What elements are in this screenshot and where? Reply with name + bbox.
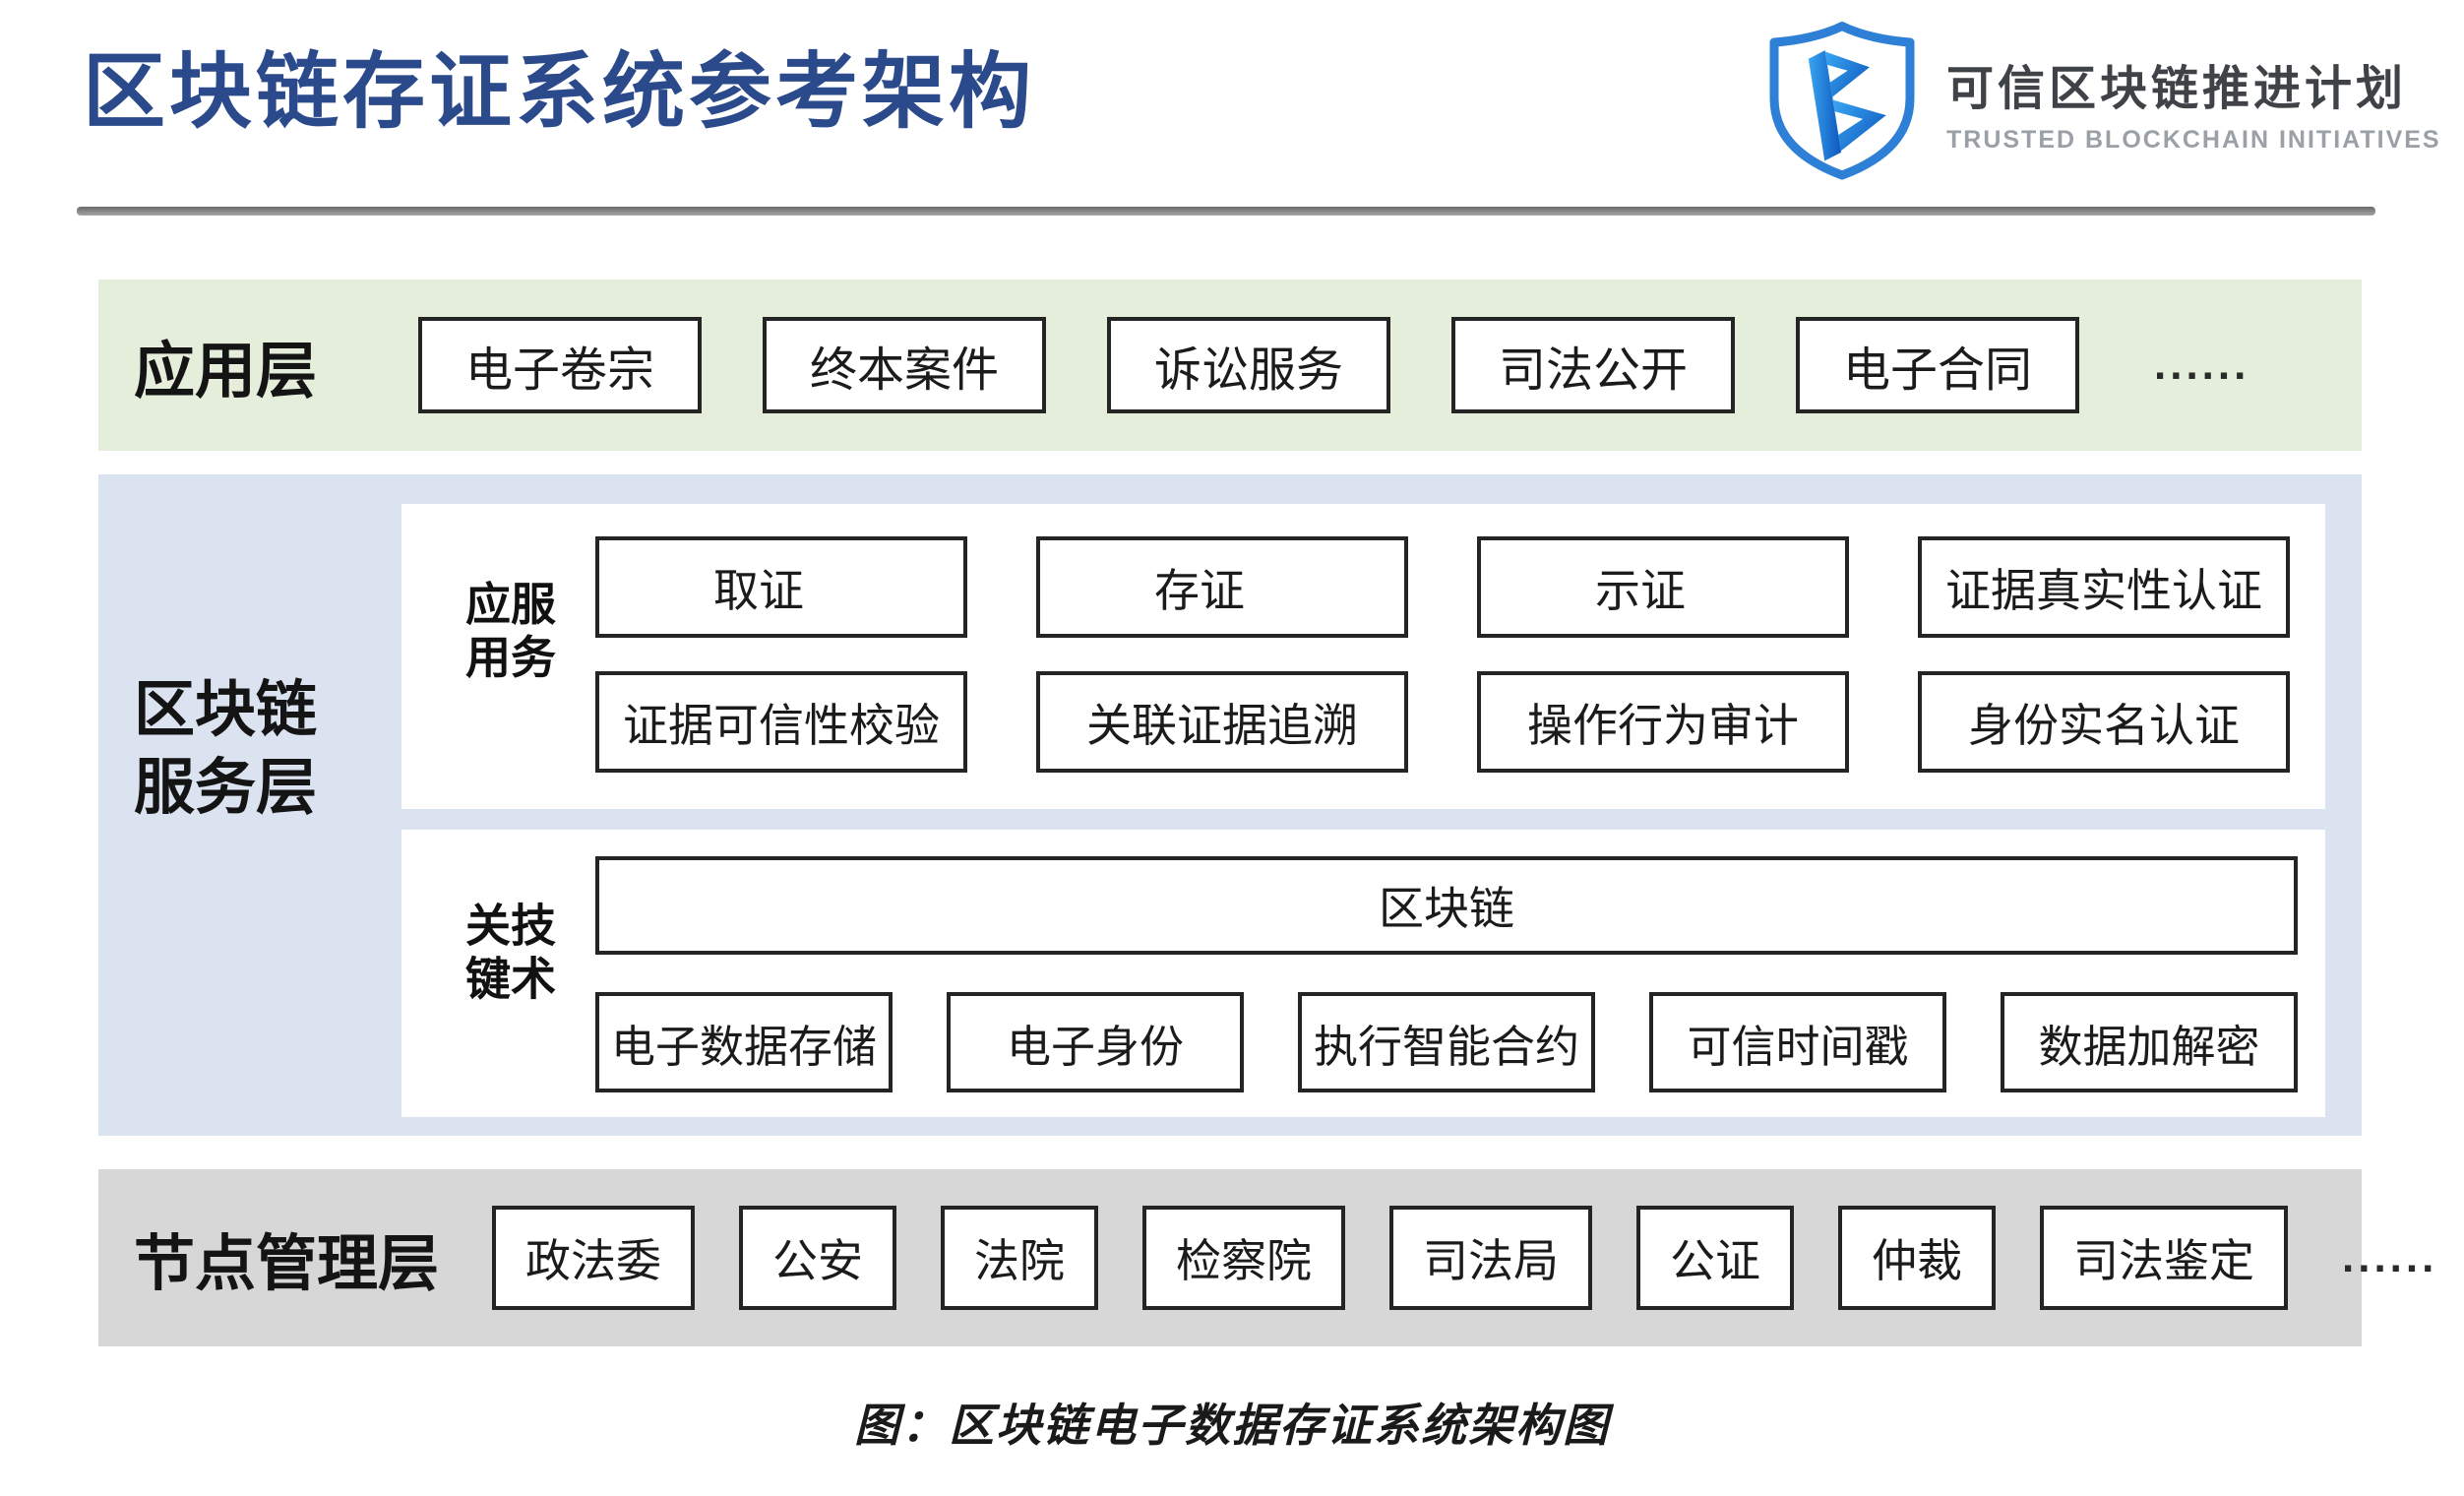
- app-item-box: 电子合同: [1796, 317, 2079, 413]
- key-technology-label: 关键技术: [460, 902, 556, 1008]
- service-box: 操作行为审计: [1477, 671, 1849, 773]
- layer-application: 应用层 电子卷宗 终本案件 诉讼服务 司法公开 电子合同 ......: [98, 280, 2362, 451]
- application-layer-label: 应用层: [134, 338, 318, 405]
- blockchain-service-label-line1: 区块链: [134, 676, 318, 744]
- application-boxes: 电子卷宗 终本案件 诉讼服务 司法公开 电子合同 ......: [418, 317, 2249, 413]
- node-box: 公证: [1636, 1206, 1794, 1310]
- service-box: 证据真实性认证: [1918, 536, 2290, 638]
- page-title: 区块链存证系统参考架构: [83, 45, 1036, 138]
- node-box: 政法委: [492, 1206, 695, 1310]
- blockchain-wide-box: 区块链: [595, 856, 2298, 955]
- node-box: 仲裁: [1838, 1206, 1996, 1310]
- service-box: 存证: [1036, 536, 1408, 638]
- shield-b-icon: [1769, 21, 1915, 180]
- title-divider: [77, 207, 2375, 216]
- app-item-box: 司法公开: [1451, 317, 1735, 413]
- blockchain-service-label-line2: 服务层: [134, 754, 318, 823]
- service-box: 关联证据追溯: [1036, 671, 1408, 773]
- logo-name-cn: 可信区块链推进计划: [1946, 62, 2408, 115]
- node-box: 检察院: [1142, 1206, 1345, 1310]
- node-management-layer-label: 节点管理层: [134, 1230, 440, 1298]
- app-item-box: 终本案件: [763, 317, 1046, 413]
- application-services-grid: 取证 存证 示证 证据真实性认证 证据可信性校验 关联证据追溯 操作行为审计 身…: [595, 536, 2290, 773]
- logo-text: 可信区块链推进计划 TRUSTED BLOCKCHAIN INITIATIVES: [1946, 49, 2441, 155]
- node-box: 司法局: [1389, 1206, 1592, 1310]
- tech-box: 数据加解密: [2001, 992, 2298, 1092]
- layer-node-management: 节点管理层 政法委 公安 法院 检察院 司法局 公证 仲裁 司法鉴定 .....…: [98, 1169, 2433, 1346]
- tech-box: 执行智能合约: [1298, 992, 1595, 1092]
- service-box: 证据可信性校验: [595, 671, 967, 773]
- service-box: 示证: [1477, 536, 1849, 638]
- application-ellipsis: ......: [2154, 341, 2250, 389]
- app-item-box: 诉讼服务: [1107, 317, 1390, 413]
- layer-blockchain-service: 区块链 服务层 应用服务 取证 存证 示证 证据真实性认证 证据可信性校验 关联…: [98, 474, 2362, 1136]
- logo-name-en: TRUSTED BLOCKCHAIN INITIATIVES: [1946, 125, 2441, 154]
- tech-box: 电子身份: [947, 992, 1244, 1092]
- service-box: 身份实名认证: [1918, 671, 2290, 773]
- application-services-panel: 应用服务 取证 存证 示证 证据真实性认证 证据可信性校验 关联证据追溯 操作行…: [401, 504, 2325, 809]
- node-ellipsis: ......: [2342, 1233, 2438, 1281]
- tech-box: 电子数据存储: [595, 992, 893, 1092]
- blockchain-service-layer-label: 区块链 服务层: [134, 671, 317, 828]
- app-item-box: 电子卷宗: [418, 317, 702, 413]
- node-box: 公安: [739, 1206, 896, 1310]
- tech-box: 可信时间戳: [1649, 992, 1946, 1092]
- logo: 可信区块链推进计划 TRUSTED BLOCKCHAIN INITIATIVES: [1754, 18, 2441, 185]
- key-technology-panel: 关键技术 区块链 电子数据存储 电子身份 执行智能合约 可信时间戳 数据加解密: [401, 830, 2325, 1117]
- figure-caption: 图：区块链电子数据存证系统架构图: [854, 1400, 1610, 1451]
- service-box: 取证: [595, 536, 967, 638]
- node-box: 法院: [941, 1206, 1098, 1310]
- node-box: 司法鉴定: [2040, 1206, 2288, 1310]
- key-technology-row: 电子数据存储 电子身份 执行智能合约 可信时间戳 数据加解密: [595, 992, 2298, 1092]
- node-boxes: 政法委 公安 法院 检察院 司法局 公证 仲裁 司法鉴定 ......: [492, 1206, 2437, 1310]
- application-services-label: 应用服务: [460, 580, 556, 687]
